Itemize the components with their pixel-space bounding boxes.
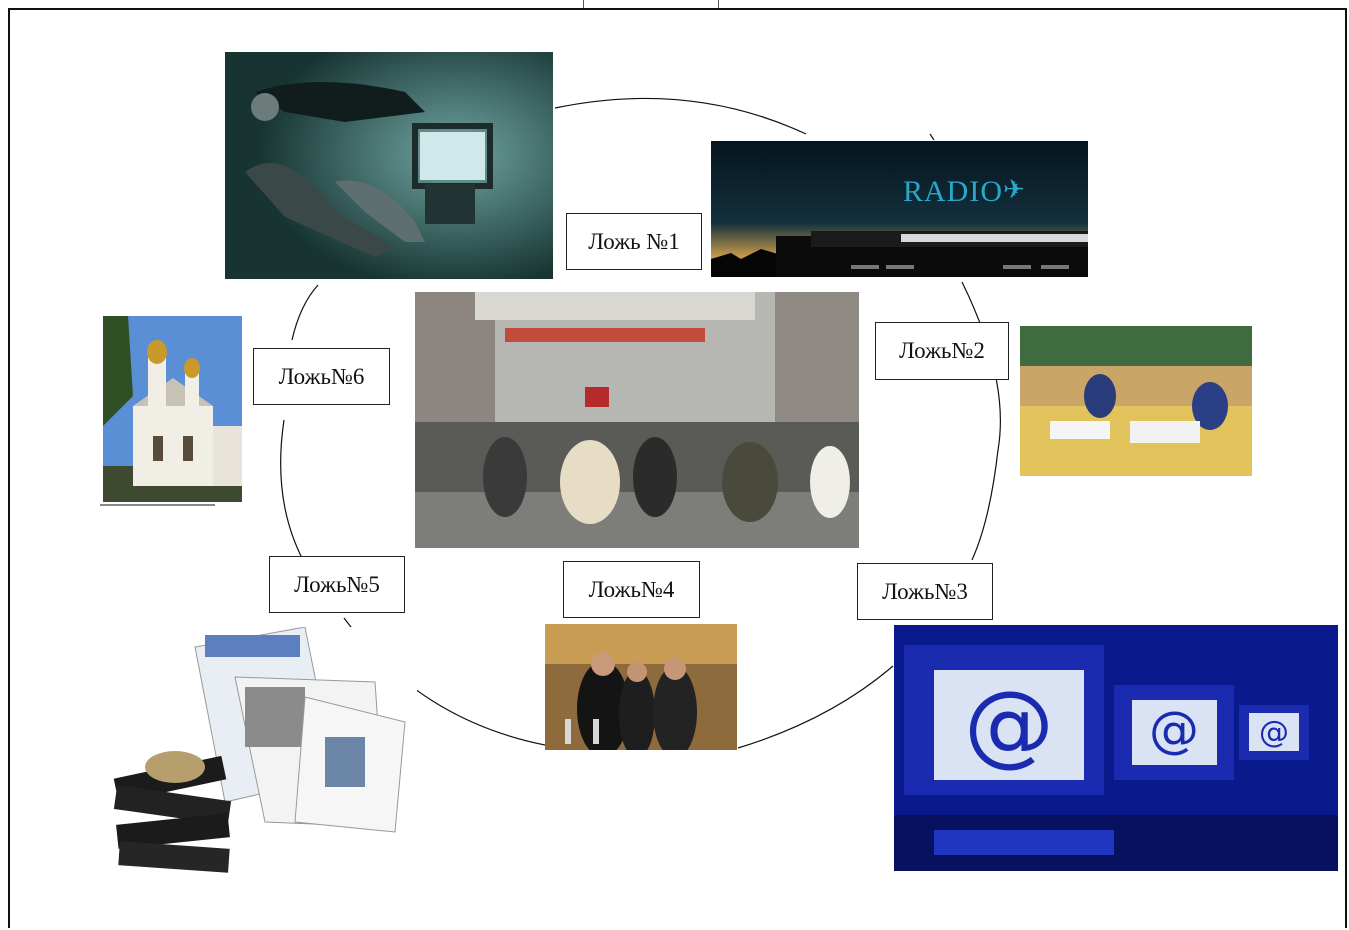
lie-5-label: Ложь№5 — [269, 556, 405, 613]
newspapers-books-image — [105, 627, 417, 899]
tv-viewer-image — [225, 52, 553, 279]
lie-6-label: Ложь№6 — [253, 348, 390, 405]
radio-bird-icon: ✈ — [1003, 175, 1025, 205]
lie-1-label: Ложь №1 — [566, 213, 702, 270]
street-crowd-image — [415, 292, 859, 548]
church-image — [103, 316, 242, 502]
svg-text:@: @ — [964, 672, 1054, 777]
lie-4-label: Ложь№4 — [563, 561, 700, 618]
computers-image: @ @ @ — [894, 625, 1338, 871]
ceremony-image — [545, 624, 737, 750]
lie-3-label: Ложь№3 — [857, 563, 993, 620]
svg-text:@: @ — [1149, 701, 1199, 759]
svg-text:@: @ — [1259, 715, 1289, 750]
diagram-frame — [8, 8, 1347, 928]
lie-2-label: Ложь№2 — [875, 322, 1009, 380]
radio-banner-image: RADIO ✈ — [711, 141, 1088, 277]
radio-logo-text: RADIO — [903, 175, 1003, 208]
classroom-image — [1020, 326, 1252, 476]
